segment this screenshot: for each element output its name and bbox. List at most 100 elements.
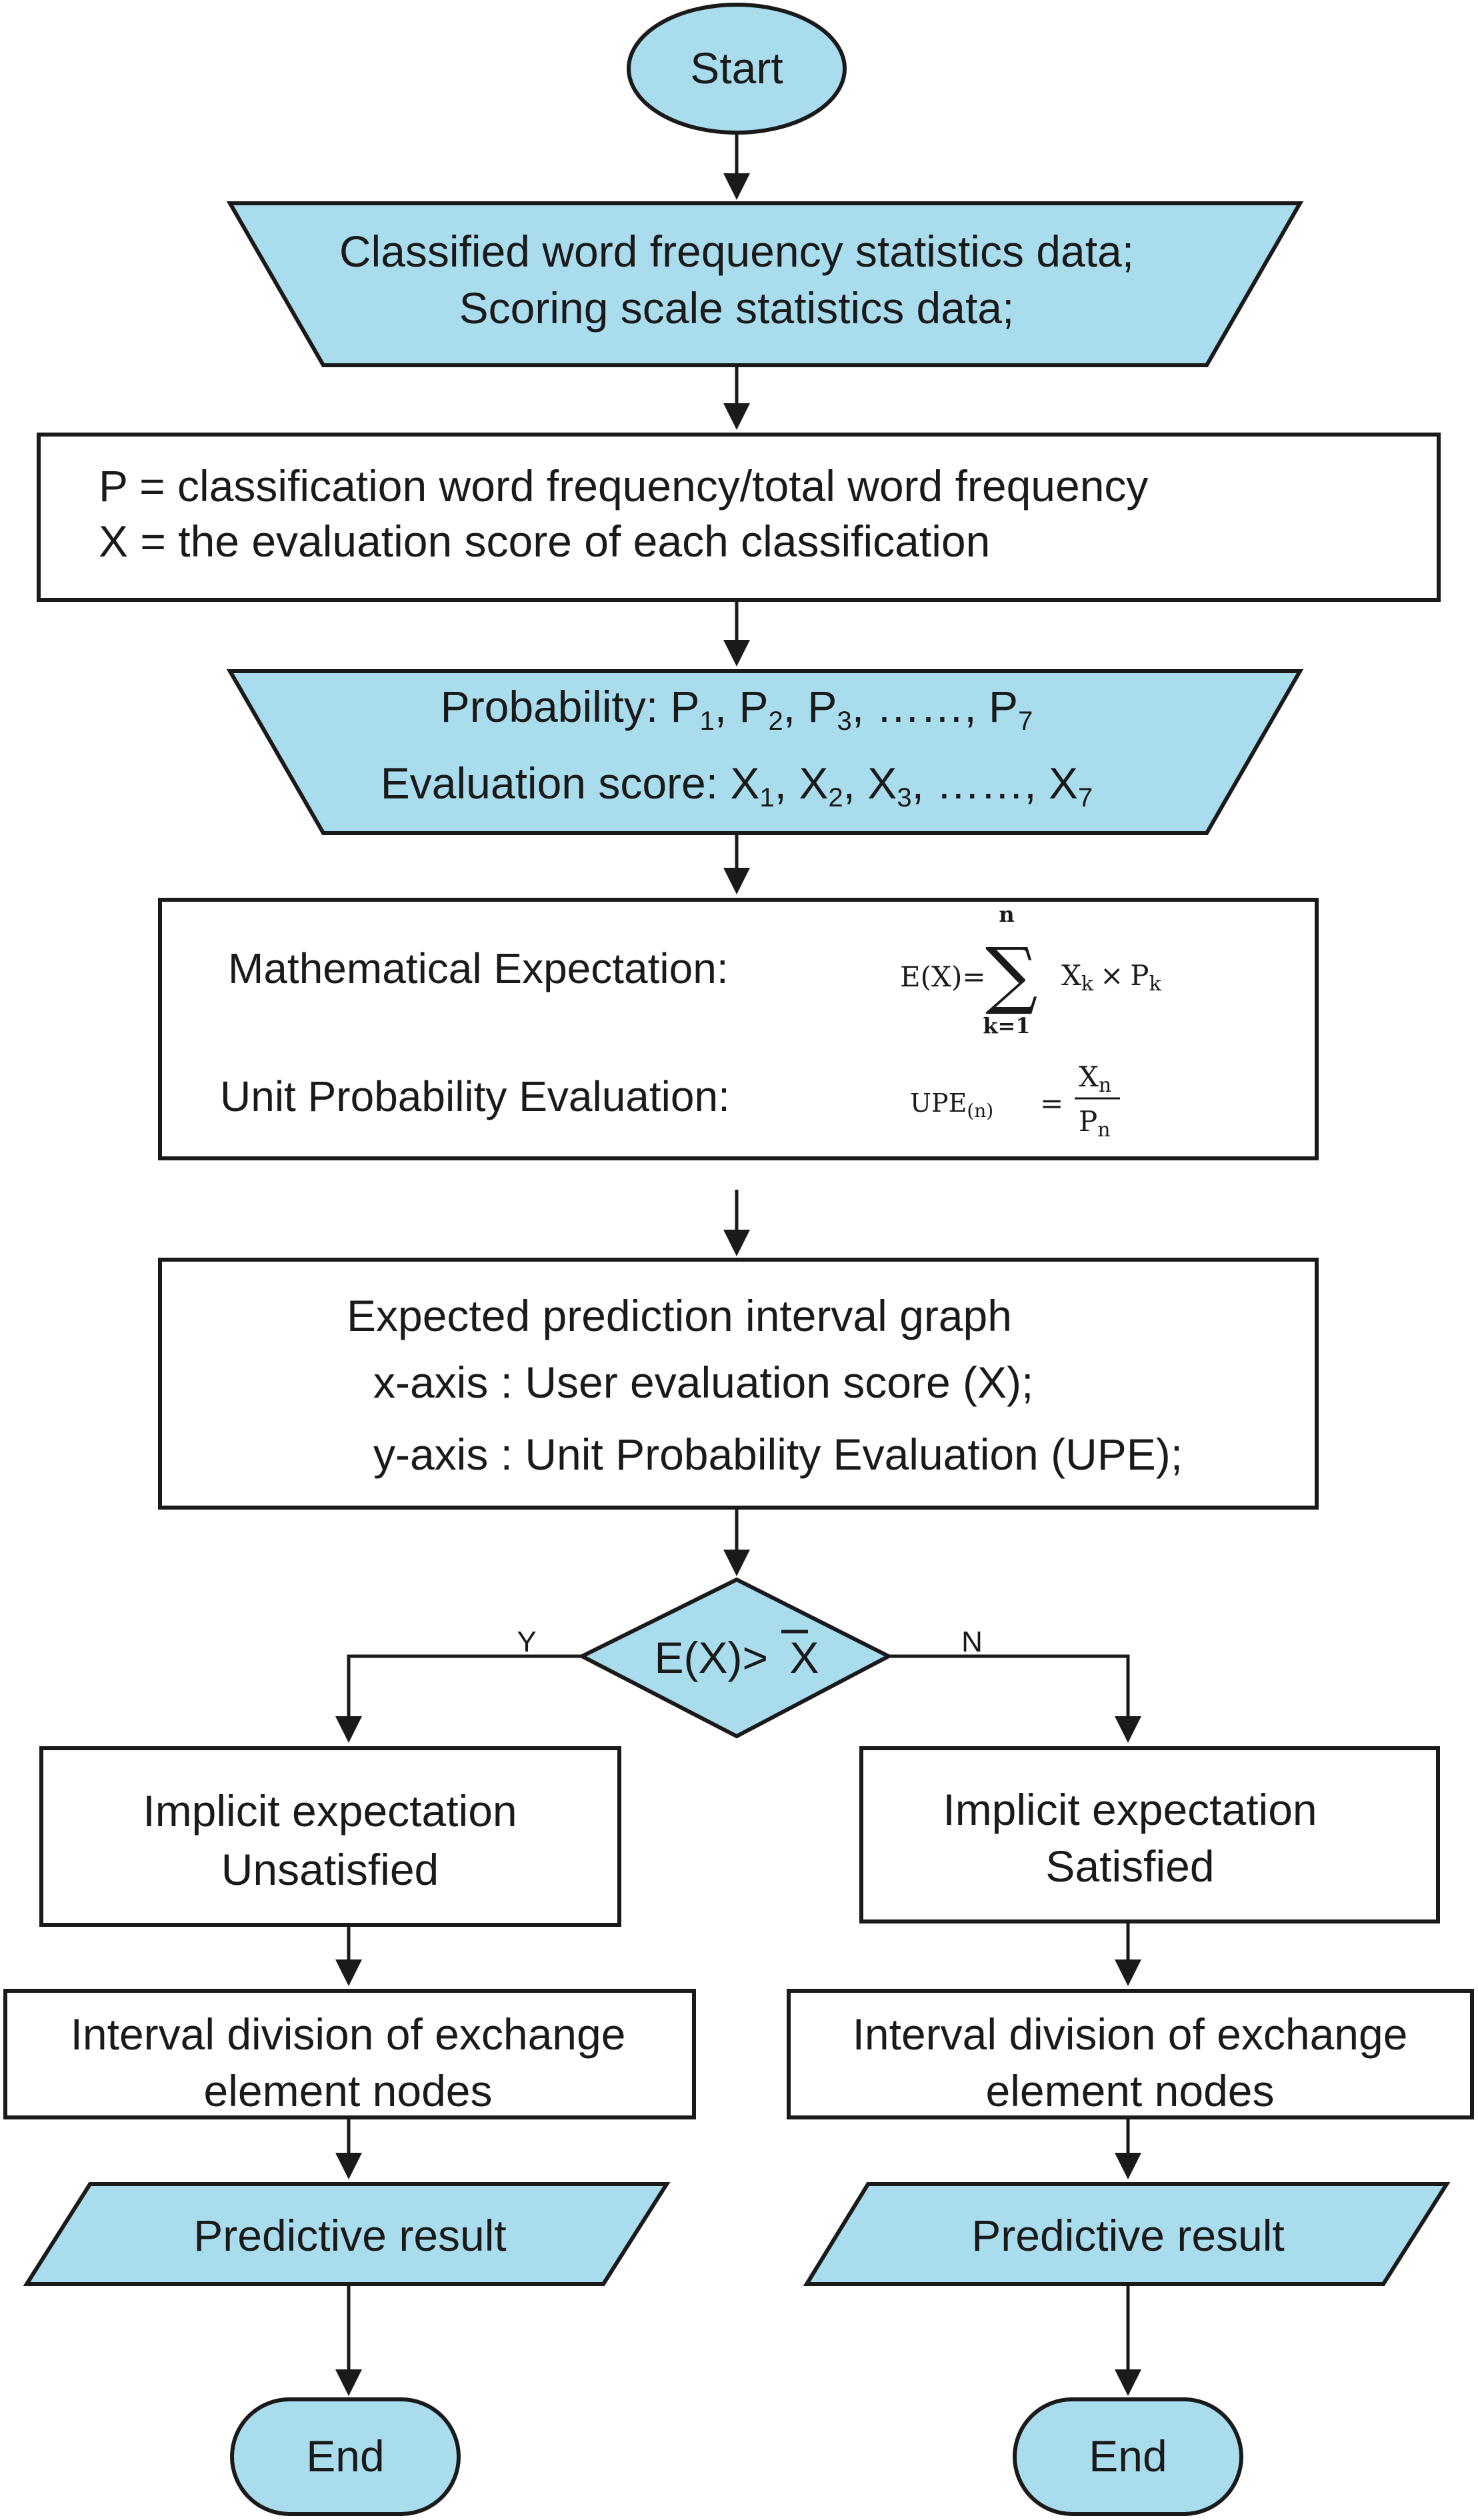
left-expectation-line1: Implicit expectation xyxy=(143,1786,517,1836)
right-result-shape xyxy=(803,2182,1451,2286)
left-result-label: Predictive result xyxy=(193,2211,507,2260)
score-line: Evaluation score: X1, X2, X3, ……, X7 xyxy=(381,758,1093,812)
sum-term-x: X xyxy=(1061,959,1081,992)
upe-lhs-sub: (n) xyxy=(967,1100,993,1122)
score-sep-2: , xyxy=(843,758,855,808)
right-interval-line1: Interval division of exchange xyxy=(853,2009,1408,2059)
sum-symbol: ∑ xyxy=(985,932,1038,1017)
right-end-node: End xyxy=(1013,2397,1243,2516)
left-end-node: End xyxy=(230,2397,461,2516)
decision-rhs: X xyxy=(789,1633,819,1682)
score-sub-3: 3 xyxy=(897,783,911,812)
upe-numerator-sub: n xyxy=(1099,1074,1111,1097)
right-interval-node: Interval division of exchange element no… xyxy=(787,1989,1474,2119)
left-end-label: End xyxy=(306,2431,384,2481)
probability-node: Probability: P1, P2, P3, ……, P7 Evaluati… xyxy=(226,669,1304,835)
formulas-node: Mathematical Expectation: Unit Probabili… xyxy=(158,898,1319,1160)
right-interval-shape xyxy=(787,1989,1474,2119)
sum-term-p: P xyxy=(1130,959,1149,992)
left-interval-shape xyxy=(3,1989,696,2119)
graph-line2: x-axis : User evaluation score (X); xyxy=(373,1358,1033,1407)
expectation-lhs: E(X)= xyxy=(900,960,986,993)
input-data-shape xyxy=(226,201,1304,367)
right-end-label: End xyxy=(1089,2431,1167,2481)
sum-term-x-sub: k xyxy=(1081,972,1094,996)
sum-lower-limit: k=1 xyxy=(983,1013,1030,1038)
score-sep-1: , xyxy=(775,758,787,808)
upe-denominator: Pn xyxy=(1079,1105,1111,1142)
right-result-label: Predictive result xyxy=(971,2211,1285,2260)
probability-sep-3: , xyxy=(852,682,864,731)
sum-term-p-sub: k xyxy=(1149,972,1162,996)
definitions-line2: X = the evaluation score of each classif… xyxy=(99,517,990,566)
input-data-line2: Scoring scale statistics data; xyxy=(459,283,1015,333)
right-expectation-shape xyxy=(859,1746,1440,1923)
probability-ellipsis: ……, xyxy=(876,682,976,731)
score-sep-3: , xyxy=(912,758,924,808)
input-data-node: Classified word frequency statistics dat… xyxy=(226,201,1304,367)
left-expectation-shape xyxy=(39,1746,621,1927)
left-interval-line2: element nodes xyxy=(204,2066,493,2115)
start-shape xyxy=(627,3,847,135)
score-sub-2: 2 xyxy=(828,783,843,812)
score-sub-1: 1 xyxy=(759,783,774,812)
expectation-label: Mathematical Expectation: xyxy=(228,944,729,992)
left-result-node: Predictive result xyxy=(23,2182,671,2286)
sum-times: × xyxy=(1100,959,1123,992)
graph-line1: Expected prediction interval graph xyxy=(347,1291,1012,1340)
probability-sub-3: 3 xyxy=(837,706,851,736)
upe-lhs: UPE(n) xyxy=(910,1088,993,1122)
decision-lhs: E(X)> xyxy=(655,1633,769,1682)
decision-shape xyxy=(577,1577,893,1739)
expectation-formula: E(X)= ∑ n k=1 Xk×Pk xyxy=(900,902,1162,1038)
right-end-shape xyxy=(1013,2397,1243,2516)
input-data-line1: Classified word frequency statistics dat… xyxy=(339,227,1134,276)
upe-denominator-p: P xyxy=(1079,1105,1097,1138)
start-label: Start xyxy=(690,43,783,93)
probability-label: Probability: P xyxy=(441,682,700,731)
probability-sub-2: 2 xyxy=(768,706,783,736)
upe-equals: = xyxy=(1040,1087,1063,1120)
score-sub-7: 7 xyxy=(1078,783,1093,812)
decision-condition: E(X)> X xyxy=(655,1633,819,1682)
sum-term: Xk×Pk xyxy=(1061,959,1162,996)
right-result-node: Predictive result xyxy=(803,2182,1451,2286)
probability-shape xyxy=(226,669,1304,835)
left-interval-node: Interval division of exchange element no… xyxy=(3,1989,696,2119)
score-label: Evaluation score: X xyxy=(381,758,760,808)
decision-node: E(X)> X xyxy=(577,1577,893,1739)
start-node: Start xyxy=(627,3,847,135)
arrow-decision-no xyxy=(889,1654,1141,1743)
connectors xyxy=(335,133,1141,2396)
right-expectation-line2: Satisfied xyxy=(1045,1842,1214,1891)
definitions-node: P = classification word frequency/total … xyxy=(37,433,1441,602)
right-interval-line2: element nodes xyxy=(986,2066,1275,2115)
upe-numerator: Xn xyxy=(1079,1060,1111,1097)
right-expectation-line1: Implicit expectation xyxy=(943,1785,1317,1834)
graph-node: Expected prediction interval graph x-axi… xyxy=(158,1258,1319,1510)
upe-lhs-text: UPE xyxy=(910,1088,967,1118)
graph-line3: y-axis : Unit Probability Evaluation (UP… xyxy=(373,1430,1183,1479)
sum-upper-limit: n xyxy=(999,902,1014,927)
probability-sub-1: 1 xyxy=(700,706,715,736)
branch-yes-label: Y xyxy=(517,1626,536,1658)
score-ellipsis: ……, xyxy=(936,758,1036,808)
upe-formula: UPE(n) = Xn Pn xyxy=(910,1060,1120,1142)
upe-label: Unit Probability Evaluation: xyxy=(220,1072,730,1120)
definitions-shape xyxy=(37,433,1441,602)
formulas-shape xyxy=(158,898,1319,1160)
upe-denominator-sub: n xyxy=(1097,1118,1110,1142)
graph-shape xyxy=(158,1258,1319,1510)
left-result-shape xyxy=(23,2182,671,2286)
probability-line: Probability: P1, P2, P3, ……, P7 xyxy=(441,682,1033,736)
probability-sub-7: 7 xyxy=(1018,706,1033,736)
definitions-line1: P = classification word frequency/total … xyxy=(99,461,1148,511)
left-expectation-line2: Unsatisfied xyxy=(221,1845,439,1894)
right-expectation-node: Implicit expectation Satisfied xyxy=(859,1746,1440,1923)
probability-sep-2: , xyxy=(783,682,795,731)
left-end-shape xyxy=(230,2397,461,2516)
arrow-decision-yes xyxy=(335,1654,582,1743)
branch-no-label: N xyxy=(961,1626,983,1658)
upe-numerator-x: X xyxy=(1079,1060,1099,1093)
